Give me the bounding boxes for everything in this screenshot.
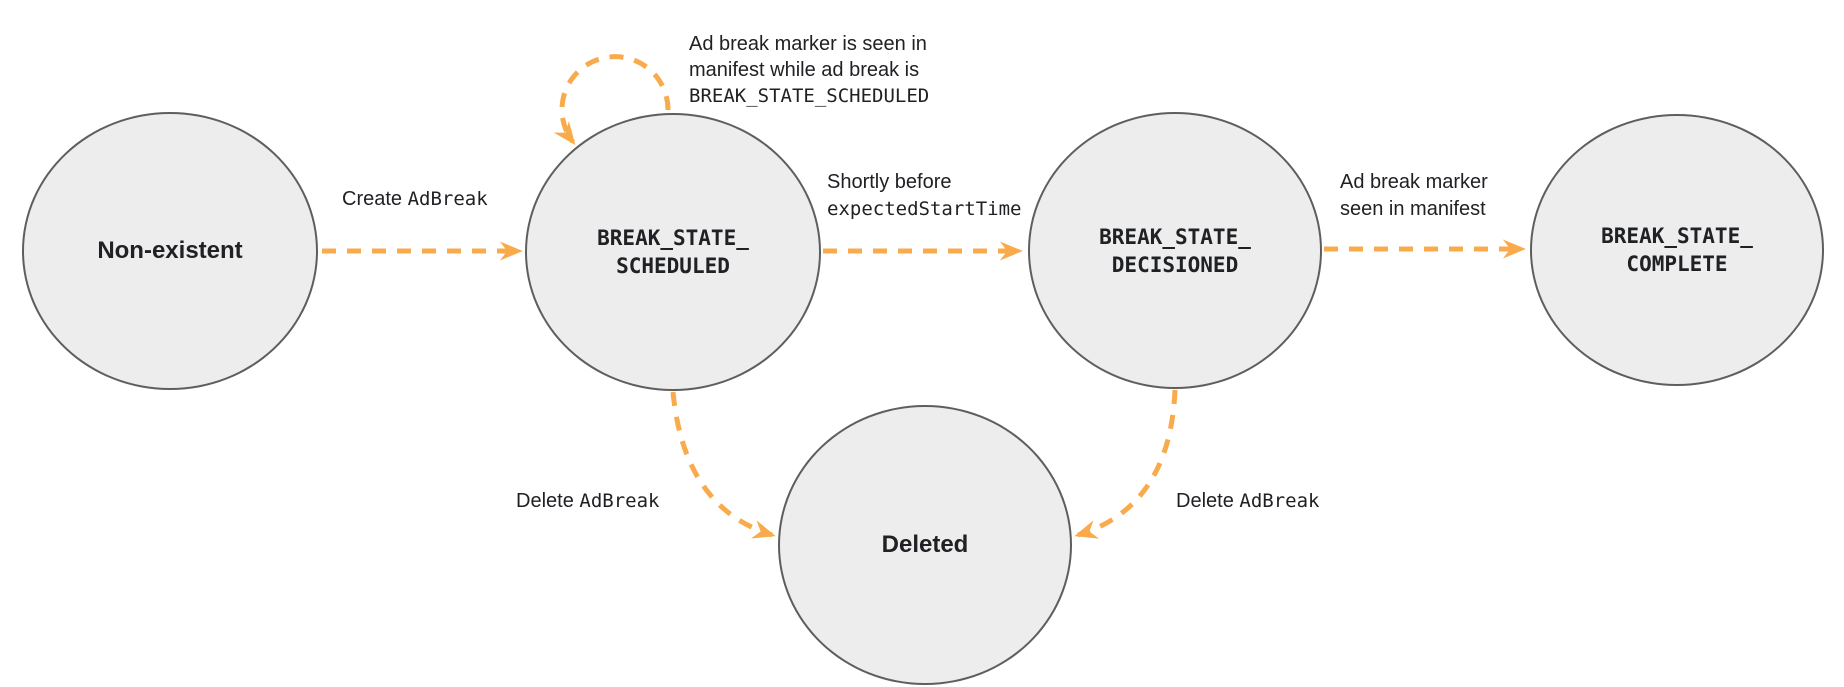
edge-label-code: expectedStartTime (827, 198, 1022, 220)
state-node-break-state-complete: BREAK_STATE_ COMPLETE (1530, 114, 1824, 386)
edge-label-line1: Ad break marker is seen in (689, 33, 927, 55)
edge-label-code: BREAK_STATE_SCHEDULED (689, 85, 930, 107)
edge-label-delete-adbreak-right: Delete AdBreak (1176, 488, 1319, 514)
state-label-line2: SCHEDULED (616, 254, 730, 278)
arrow-decisioned-to-deleted (1074, 389, 1178, 539)
edge-label-text: Delete (1176, 490, 1240, 512)
state-label: Non-existent (97, 237, 243, 264)
state-node-non-existent: Non-existent (22, 112, 318, 390)
state-label-line1: BREAK_STATE_ (1099, 224, 1251, 249)
edge-label-shortly-before: Shortly before expectedStartTime (827, 169, 1021, 223)
edge-label-delete-adbreak-left: Delete AdBreak (516, 488, 659, 514)
edge-label-line1: Shortly before (827, 171, 952, 193)
state-label-line1: BREAK_STATE_ (597, 226, 749, 250)
state-node-deleted: Deleted (778, 405, 1072, 685)
edge-label-marker-seen: Ad break marker seen in manifest (1340, 169, 1488, 223)
edge-label-line2: manifest while ad break is (689, 59, 920, 81)
edge-label-create-adbreak: Create AdBreak (342, 186, 488, 212)
state-label: Deleted (881, 531, 969, 558)
edge-label-code: AdBreak (1239, 490, 1320, 512)
edge-label-text: Create (342, 188, 408, 210)
arrow-scheduled-to-deleted (670, 391, 776, 539)
edge-label-text: Delete (516, 490, 580, 512)
edge-label-line2: seen in manifest (1340, 198, 1486, 220)
state-node-break-state-scheduled: BREAK_STATE_ SCHEDULED (525, 113, 821, 391)
state-label-line2: COMPLETE (1626, 252, 1728, 276)
state-label-line1: BREAK_STATE_ (1601, 224, 1753, 248)
state-label-line2: DECISIONED (1111, 252, 1239, 277)
state-node-break-state-decisioned: BREAK_STATE_ DECISIONED (1028, 112, 1322, 389)
edge-label-self-loop: Ad break marker is seen in manifest whil… (689, 31, 929, 109)
edge-label-code: AdBreak (407, 188, 488, 210)
edge-label-code: AdBreak (579, 490, 660, 512)
edge-label-line1: Ad break marker (1340, 171, 1488, 193)
